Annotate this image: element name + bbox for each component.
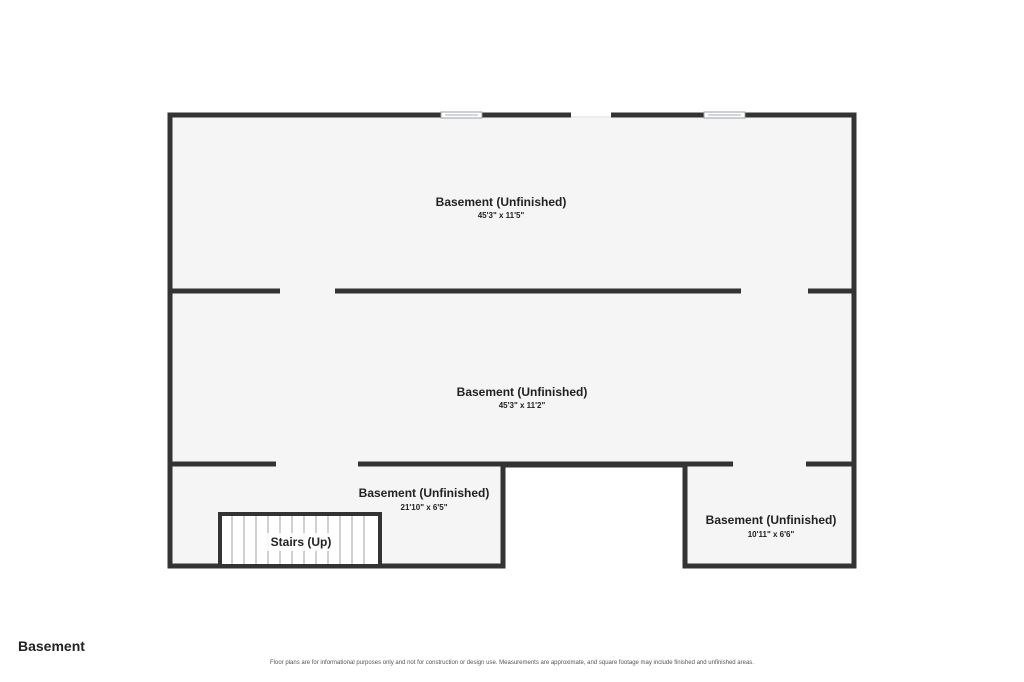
room-labels: Basement (Unfinished) 45'3" x 11'5" Base… <box>359 195 837 539</box>
disclaimer-text: Floor plans are for informational purpos… <box>270 660 754 666</box>
stairs: Stairs (Up) <box>218 512 382 564</box>
room-name-lower-left: Basement (Unfinished) <box>359 486 490 500</box>
floor-label: Basement <box>18 638 85 654</box>
room-dim-lower-right: 10'11" x 6'6" <box>748 530 795 539</box>
room-dim-upper: 45'3" x 11'5" <box>478 211 525 220</box>
window-openings <box>440 111 746 119</box>
room-name-upper: Basement (Unfinished) <box>436 195 567 209</box>
room-dim-lower-left: 21'10" x 6'5" <box>401 503 448 512</box>
stairs-label: Stairs (Up) <box>271 535 332 549</box>
interior-walls <box>172 288 852 467</box>
room-dim-middle: 45'3" x 11'2" <box>499 401 546 410</box>
room-name-middle: Basement (Unfinished) <box>457 385 588 399</box>
room-name-lower-right: Basement (Unfinished) <box>706 513 837 527</box>
floor-fill <box>170 115 854 566</box>
door-opening-top <box>571 112 611 118</box>
